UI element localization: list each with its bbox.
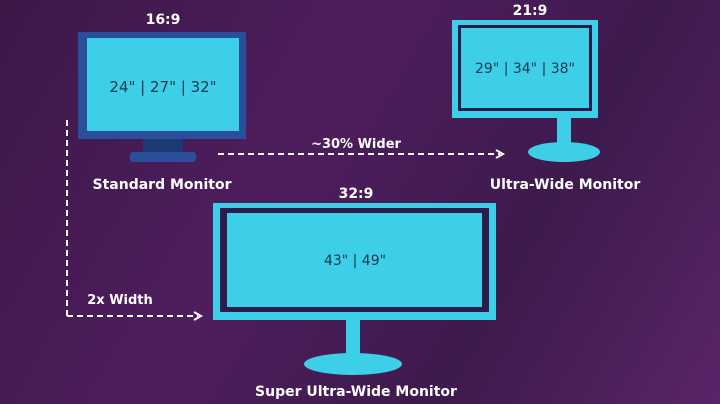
ultrawide-name: Ultra-Wide Monitor [490, 177, 641, 193]
ultrawide-screen [461, 28, 589, 108]
ultrawide-sizes: 29" | 34" | 38" [475, 61, 575, 77]
standard-base [130, 152, 196, 162]
standard-screen [87, 38, 239, 131]
standard-name: Standard Monitor [93, 177, 232, 193]
standard-monitor: 24" | 27" | 32" 16:9 Standard Monitor [78, 12, 246, 193]
superultrawide-name: Super Ultra-Wide Monitor [255, 384, 457, 400]
superultrawide-sizes: 43" | 49" [324, 253, 386, 269]
wider-arrow: ~30% Wider [218, 137, 506, 159]
superultrawide-ratio: 32:9 [339, 186, 374, 202]
superultrawide-screen [227, 213, 482, 307]
double-width-arrow: 2x Width [66, 120, 204, 321]
standard-sizes: 24" | 27" | 32" [109, 78, 216, 96]
double-width-label: 2x Width [87, 293, 153, 308]
wider-label: ~30% Wider [311, 137, 401, 152]
standard-ratio: 16:9 [146, 12, 181, 28]
standard-neck [143, 139, 183, 152]
ultrawide-ratio: 21:9 [513, 3, 548, 19]
ultrawide-monitor: 29" | 34" | 38" 21:9 Ultra-Wide Monitor [452, 3, 640, 193]
superultrawide-monitor: 43" | 49" 32:9 Super Ultra-Wide Monitor [213, 186, 496, 400]
